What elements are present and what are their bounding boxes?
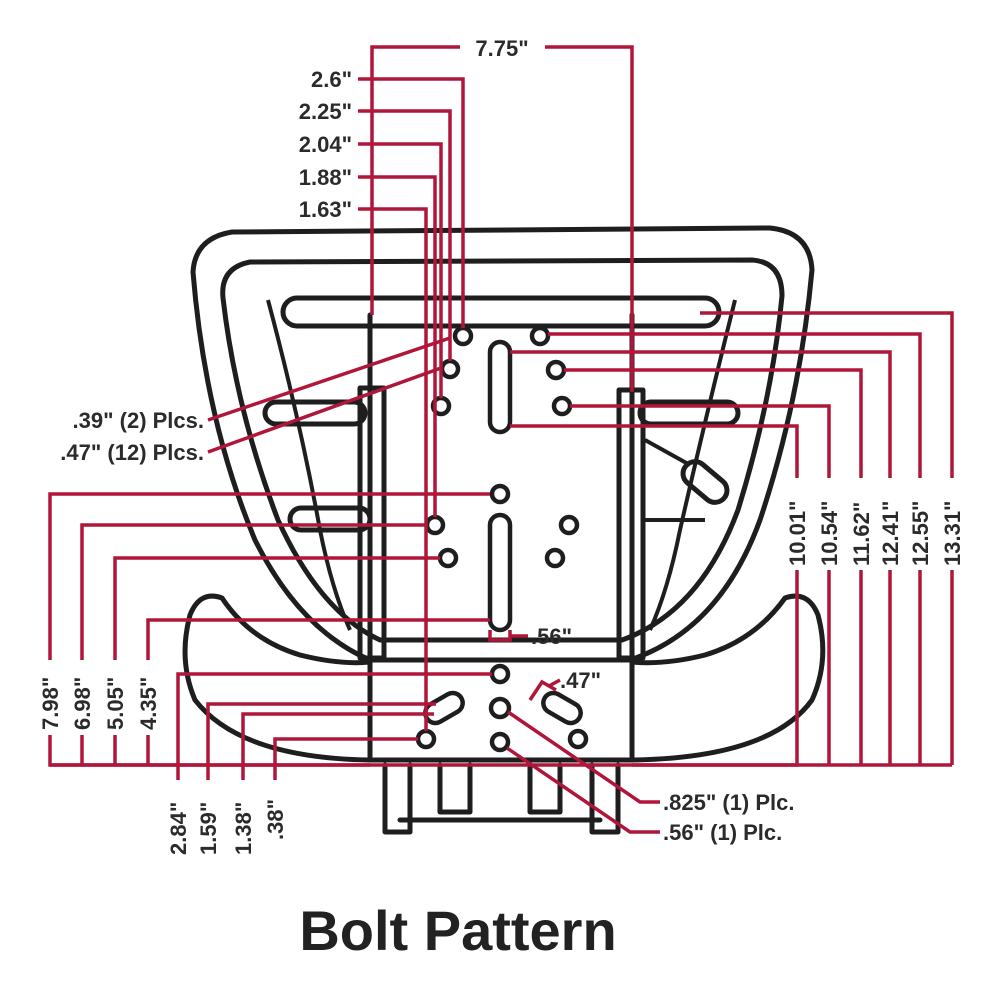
hole xyxy=(544,547,566,569)
leader-10-54 xyxy=(570,404,831,765)
label-right-vertical: 10.54" xyxy=(817,501,842,566)
leader-slot-47 xyxy=(528,678,561,701)
leader-1-88 xyxy=(358,175,437,517)
label-left-vertical: 5.05" xyxy=(103,677,128,730)
hole xyxy=(488,696,512,720)
hole xyxy=(545,359,567,381)
label-top-width: 7.75" xyxy=(475,36,528,61)
right-rib xyxy=(648,299,737,631)
label-bottom-vertical: .38" xyxy=(263,799,288,840)
label-left-top: 2.25" xyxy=(299,99,352,124)
hole xyxy=(551,395,573,417)
hole xyxy=(567,728,589,750)
label-bottom-vertical: 2.84" xyxy=(166,802,191,855)
label-left-top: 2.04" xyxy=(299,132,352,157)
hole xyxy=(489,483,511,505)
leader-13-31 xyxy=(700,311,954,765)
label-left-top: 1.88" xyxy=(299,165,352,190)
leader-825-note xyxy=(507,710,660,804)
leader-11-62 xyxy=(564,368,863,765)
left-mid-bar xyxy=(262,399,368,427)
seat-lever xyxy=(680,459,730,505)
label-bottom-vertical: 1.59" xyxy=(196,802,221,855)
angled-slot-right xyxy=(541,690,583,726)
hole xyxy=(424,514,446,536)
leader-1-38 xyxy=(241,712,434,780)
left-cushion xyxy=(182,593,373,763)
leader-6-98 xyxy=(80,523,427,765)
label-bottom-note: .825" (1) Plc. xyxy=(663,790,795,815)
mounting-plate xyxy=(367,312,635,763)
hole xyxy=(452,325,474,347)
label-right-vertical: 10.01" xyxy=(785,501,810,566)
label-left-top: 1.63" xyxy=(299,197,352,222)
hole xyxy=(437,547,459,569)
diagram-title: Bolt Pattern xyxy=(299,899,616,962)
hole xyxy=(439,358,461,380)
right-mid-bar xyxy=(637,399,741,427)
hole xyxy=(489,663,511,685)
hole xyxy=(489,731,511,753)
label-right-vertical: 11.62" xyxy=(849,502,874,566)
leader-2-04 xyxy=(358,142,443,398)
top-crossbar xyxy=(280,295,722,329)
label-hole-note: .47" (12) Plcs. xyxy=(60,440,204,465)
leader-5-05 xyxy=(113,556,440,765)
right-cushion xyxy=(629,593,826,763)
label-bottom-vertical: 1.38" xyxy=(231,802,256,855)
leader-56-note xyxy=(506,746,660,834)
label-bottom-note: .56" (1) Plc. xyxy=(663,820,782,845)
label-right-vertical: 13.31" xyxy=(940,501,965,566)
label-slot-47: .47" xyxy=(560,668,601,693)
label-right-vertical: 12.41" xyxy=(878,501,903,566)
leader-12-41 xyxy=(510,350,892,765)
leader-39-note xyxy=(207,336,451,422)
dimension-labels: 7.75" 2.6" 2.25" 2.04" 1.88" 1.63" .39" … xyxy=(38,36,965,855)
label-left-vertical: 7.98" xyxy=(38,677,63,730)
label-left-vertical: 6.98" xyxy=(70,677,95,730)
angled-slot-left xyxy=(423,690,465,726)
leader-2-25 xyxy=(358,109,452,361)
leader-12-55 xyxy=(548,332,922,765)
hole xyxy=(415,728,437,750)
leader-47-note xyxy=(207,366,442,454)
leader-2-84 xyxy=(176,672,492,780)
label-right-vertical: 12.55" xyxy=(908,501,933,566)
leader-7-75 xyxy=(370,45,634,392)
leader-2-6 xyxy=(358,77,465,328)
leader-slot-56 xyxy=(488,630,528,642)
hole xyxy=(529,325,551,347)
lever-arm xyxy=(644,438,705,522)
label-left-top: 2.6" xyxy=(311,67,352,92)
leader-1-59 xyxy=(206,702,436,780)
lower-slot xyxy=(487,512,513,633)
base-pedestal xyxy=(382,762,621,835)
upper-slot xyxy=(487,339,513,435)
bolt-holes xyxy=(415,325,589,753)
leader-lines xyxy=(48,45,954,834)
leader-4-35 xyxy=(146,618,490,765)
seat-outline xyxy=(182,225,826,835)
label-left-vertical: 4.35" xyxy=(136,677,161,730)
label-hole-note: .39" (2) Plcs. xyxy=(73,408,205,433)
label-slot-56: .56" xyxy=(531,624,572,649)
hole xyxy=(558,514,580,536)
